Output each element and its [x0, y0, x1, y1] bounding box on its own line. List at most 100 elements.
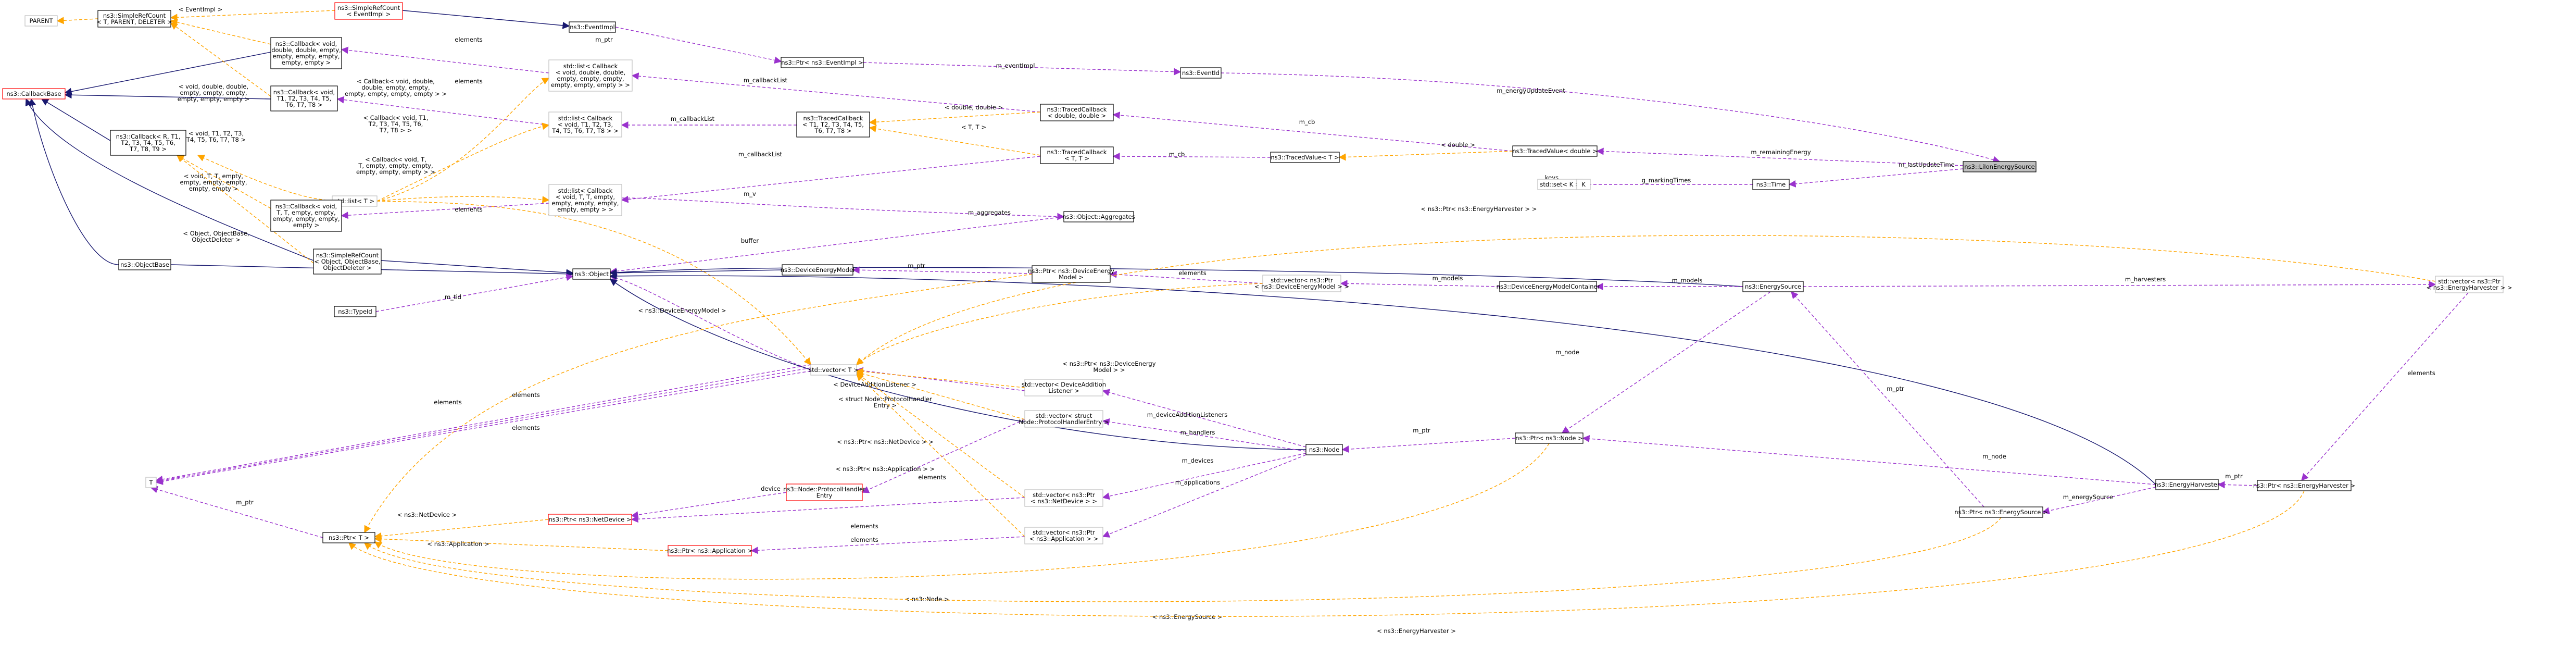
class-label: std::vector< ns3::Ptr: [1033, 529, 1095, 536]
class-node-phe[interactable]: ns3::Node::ProtocolHandlerEntry: [783, 483, 865, 501]
class-node-ptr-es[interactable]: ns3::Ptr< ns3::EnergySource >: [1954, 506, 2048, 518]
edge-label: empty, empty, empty, empty > >: [345, 90, 447, 97]
class-node-k[interactable]: K: [1576, 179, 1591, 190]
class-label: < ns3::DeviceEnergyModel > >: [1254, 283, 1349, 290]
usage-edge: [2217, 481, 2258, 489]
class-label: ns3::SimpleRefCount: [103, 12, 166, 19]
class-node-simplerefcount-ev[interactable]: ns3::SimpleRefCount< EventImpl >: [334, 2, 403, 20]
class-box: [572, 268, 611, 280]
class-node-vector-phe[interactable]: std::vector< structNode::ProtocolHandler…: [1019, 410, 1109, 428]
class-node-objectbase[interactable]: ns3::ObjectBase: [118, 259, 171, 270]
inheritance-edge: [402, 10, 570, 29]
edge-label: T, empty, empty, empty,: [358, 162, 433, 169]
class-node-energyharvester[interactable]: ns3::EnergyHarvester: [2154, 479, 2220, 490]
class-label: T6, T7, T8 >: [814, 127, 852, 134]
inheritance-edge: [41, 98, 111, 141]
class-label: ns3::CallbackBase: [6, 90, 61, 97]
class-label: ns3::DeviceEnergyModelContainer: [1497, 283, 1600, 290]
class-node-cb-double6empty[interactable]: ns3::Callback< void,double, double, empt…: [270, 37, 342, 69]
class-node-vector-ptr-nd[interactable]: std::vector< ns3::Ptr< ns3::NetDevice > …: [1024, 489, 1103, 507]
class-node-ptr-node[interactable]: ns3::Ptr< ns3::Node >: [1515, 432, 1584, 444]
class-box: [1512, 145, 1598, 157]
class-node-list-cb-t1t8[interactable]: std::list< Callback< void, T1, T2, T3,T4…: [548, 111, 622, 138]
class-node-cb-r-t1t9[interactable]: ns3::Callback< R, T1,T2, T3, T4, T5, T6,…: [110, 130, 186, 156]
class-node-list-cb-double[interactable]: std::list< Callback< void, double, doubl…: [548, 59, 633, 92]
class-node-ptr-eh[interactable]: ns3::Ptr< ns3::EnergyHarvester >: [2253, 480, 2355, 491]
class-node-ptr-eventimpl[interactable]: ns3::Ptr< ns3::EventImpl >: [781, 57, 864, 68]
class-node-vector-t[interactable]: std::vector< T >: [809, 364, 859, 376]
class-node-tracedcb-tt[interactable]: ns3::TracedCallback< T, T >: [1040, 146, 1114, 164]
class-node-vector-ptr-app[interactable]: std::vector< ns3::Ptr< ns3::Application …: [1024, 527, 1103, 544]
edge-label: m_callbackList: [738, 151, 783, 158]
template-edge: [170, 19, 271, 45]
edge-label: m_devices: [1182, 457, 1214, 464]
class-node-tracedcb-double[interactable]: ns3::TracedCallback< double, double >: [1040, 104, 1114, 121]
class-node-eventid[interactable]: ns3::EventId: [1180, 67, 1222, 79]
class-node-object-aggregates[interactable]: ns3::Object::Aggregates: [1062, 211, 1135, 222]
class-node-t[interactable]: T: [145, 477, 157, 488]
class-node-vector-devadd[interactable]: std::vector< DeviceAdditionListener >: [1022, 379, 1106, 396]
class-label: ns3::EventId: [1182, 69, 1220, 77]
class-node-deviceenergymodel[interactable]: ns3::DeviceEnergyModel: [781, 264, 855, 276]
class-box: [2, 88, 66, 100]
inheritance-edge: [29, 98, 119, 265]
edge-label: elements: [850, 536, 878, 543]
edge-label: m_cb: [1299, 118, 1315, 126]
class-box: [1576, 179, 1591, 190]
class-node-liion[interactable]: ns3::LiIonEnergySource: [1963, 161, 2037, 172]
class-node-set-k[interactable]: std::set< K >: [1537, 179, 1583, 190]
class-node-object[interactable]: ns3::Object: [572, 268, 611, 280]
class-label: < ns3::NetDevice > >: [1031, 498, 1097, 505]
usage-edge: [155, 364, 811, 483]
class-node-tracedcb-t1t8[interactable]: ns3::TracedCallback< T1, T2, T3, T4, T5,…: [796, 111, 870, 138]
edge-label: T4, T5, T6, T7, T8 >: [186, 136, 246, 143]
class-label: ns3::Callback< void,: [275, 203, 337, 210]
class-label: empty, empty, empty,: [557, 75, 624, 82]
usage-edge: [750, 536, 1025, 554]
class-label: ns3::Ptr< T >: [329, 534, 369, 541]
usage-edge: [2301, 292, 2469, 481]
class-label: ns3::Object::Aggregates: [1062, 213, 1135, 220]
class-label: ns3::Callback< R, T1,: [116, 133, 181, 140]
class-node-vector-ptr-eh[interactable]: std::vector< ns3::Ptr< ns3::EnergyHarves…: [2426, 276, 2512, 293]
class-node-parent[interactable]: PARENT: [24, 15, 58, 27]
template-edge: [856, 374, 1025, 537]
class-label: Model >: [1059, 274, 1084, 281]
class-node-list-t[interactable]: std::list< T >: [332, 195, 378, 207]
class-box: [1262, 275, 1341, 292]
class-label: ns3::TracedCallback: [803, 115, 863, 122]
class-node-simplerefcount-obj[interactable]: ns3::SimpleRefCount< Object, ObjectBase,…: [313, 249, 382, 275]
class-node-tracedvalue-double[interactable]: ns3::TracedValue< double >: [1512, 145, 1598, 157]
class-node-list-cb-t-empty[interactable]: std::list< Callback< void, T, T, empty,e…: [548, 184, 622, 216]
class-label: empty >: [293, 221, 319, 229]
edge-label: < ns3::Node >: [905, 596, 949, 603]
class-label: empty, empty, empty,: [552, 200, 619, 207]
class-label: T6, T7, T8 >: [285, 101, 323, 108]
class-node-eventimpl[interactable]: ns3::EventImpl: [569, 21, 616, 33]
class-node-ptr-t[interactable]: ns3::Ptr< T >: [322, 532, 375, 543]
template-edge: [1338, 151, 1513, 161]
class-label: < void, T, T, empty,: [556, 193, 615, 201]
class-node-ptr-app[interactable]: ns3::Ptr< ns3::Application >: [667, 545, 752, 556]
class-node-node[interactable]: ns3::Node: [1305, 444, 1343, 455]
class-node-typeid[interactable]: ns3::TypeId: [334, 306, 376, 317]
class-node-time[interactable]: ns3::Time: [1752, 179, 1790, 190]
class-node-simplerefcount-tpd[interactable]: ns3::SimpleRefCount< T, PARENT, DELETER …: [96, 10, 172, 28]
edge-label: < ns3::EnergySource >: [1152, 613, 1223, 621]
class-node-callbackbase[interactable]: ns3::CallbackBase: [2, 88, 66, 100]
class-node-tracedvalue-t[interactable]: ns3::TracedValue< T >: [1270, 152, 1340, 163]
class-node-dem-container[interactable]: ns3::DeviceEnergyModelContainer: [1497, 281, 1600, 292]
class-node-vector-ptr-dem[interactable]: std::vector< ns3::Ptr< ns3::DeviceEnergy…: [1254, 275, 1349, 292]
class-label: T: [148, 479, 153, 486]
template-edge: [176, 155, 314, 264]
class-node-energysource[interactable]: ns3::EnergySource: [1742, 281, 1804, 292]
class-node-cb-void-t1t9[interactable]: ns3::Callback< void,T1, T2, T3, T4, T5,T…: [270, 85, 338, 111]
class-node-cb-void-t-empty[interactable]: ns3::Callback< void,T, T, empty, empty,e…: [270, 200, 342, 232]
class-node-ptr-dem[interactable]: ns3::Ptr< ns3::DeviceEnergyModel >: [1028, 265, 1114, 283]
edge-label: T2, T3, T4, T5, T6,: [368, 120, 423, 128]
class-label: std::list< Callback: [563, 63, 618, 70]
template-edge: [374, 443, 1550, 580]
class-box: [810, 364, 857, 376]
node-layer: PARENT ns3::SimpleRefCount< T, PARENT, DE…: [2, 2, 2512, 556]
class-node-ptr-netdevice[interactable]: ns3::Ptr< ns3::NetDevice >: [548, 514, 632, 525]
